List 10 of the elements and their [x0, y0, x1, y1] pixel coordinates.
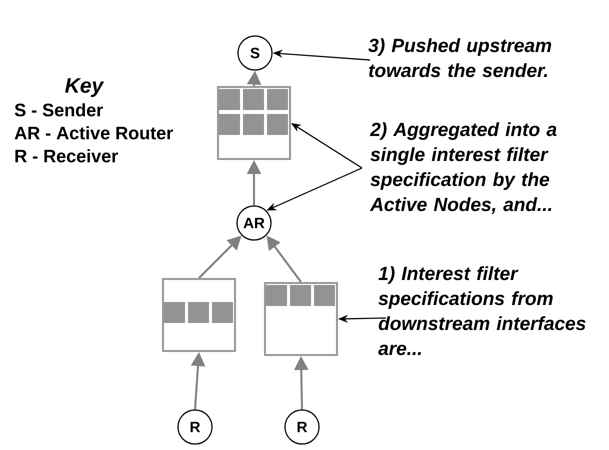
annotation-text: 2) Aggregated into a single interest filter specification by the Active Nodes, and... [370, 122, 556, 214]
filter-box [217, 86, 291, 160]
annotation-text: 1) Interest filter specifications from downstream interfaces are... [378, 266, 586, 356]
annotation-text: 3) Pushed upstream towards the sender. [368, 38, 552, 78]
key-entry: AR - Active Router [14, 126, 173, 140]
filter-box [264, 282, 338, 356]
key-heading: Key [65, 78, 104, 97]
filter-box [162, 278, 236, 352]
key-entry: R - Receiver [15, 149, 118, 162]
key-entry: S - Sender [14, 103, 103, 116]
